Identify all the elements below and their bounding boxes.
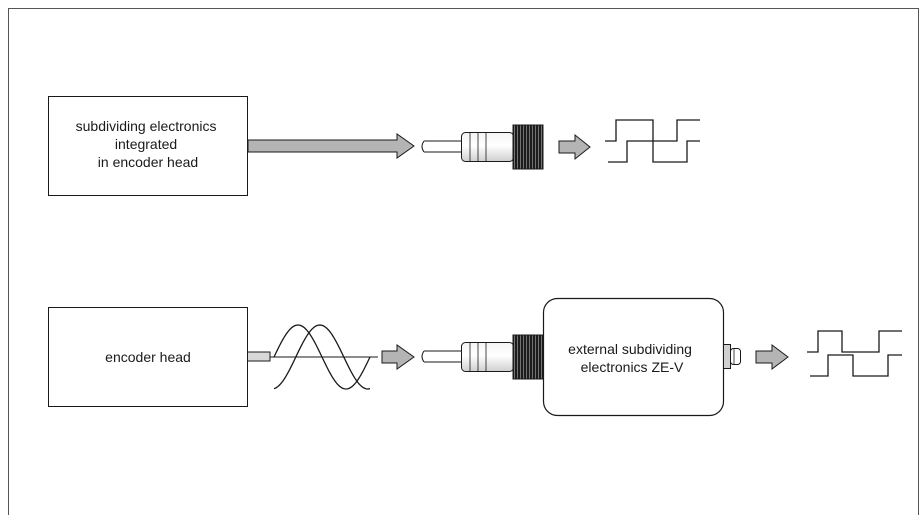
- signal-arrow-bottom-1: [381, 344, 415, 370]
- figure-frame: [8, 8, 919, 515]
- encoder-head-lead: [248, 351, 271, 362]
- signal-arrow-long: [247, 133, 415, 159]
- external-subdividing-unit: [542, 297, 725, 417]
- signal-arrow-short-top: [558, 133, 591, 161]
- square-wave-output-top: [605, 119, 700, 163]
- bottom-row: encoder head external subdividing electr…: [48, 297, 902, 417]
- sine-wave: [273, 324, 371, 390]
- sine-signals: [270, 324, 378, 390]
- subdividing-electronics-label-line-2: integrated: [115, 136, 177, 152]
- subdividing-electronics-label: subdividing electronics integrated in en…: [76, 118, 221, 170]
- subdividing-electronics-label-line-1: subdividing electronics: [76, 118, 217, 134]
- external-unit-label-line-1: external subdividing: [568, 341, 692, 357]
- cable-connector-top: [421, 124, 544, 170]
- output-plug: [723, 344, 741, 369]
- external-unit-label-line-2: electronics ZE-V: [581, 359, 684, 375]
- signal-arrow-bottom-2: [755, 344, 789, 370]
- encoder-head-box: [48, 307, 248, 407]
- external-unit-label: external subdividing electronics ZE-V: [568, 341, 696, 375]
- encoder-head-label: encoder head: [105, 349, 191, 365]
- square-wave-output-bottom: [807, 330, 902, 377]
- cosine-wave: [273, 324, 371, 390]
- subdividing-electronics-label-line-3: in encoder head: [98, 154, 198, 170]
- cable-connector-bottom: [421, 334, 544, 380]
- top-row: subdividing electronics integrated in en…: [48, 96, 700, 196]
- subdividing-electronics-box: [48, 96, 248, 196]
